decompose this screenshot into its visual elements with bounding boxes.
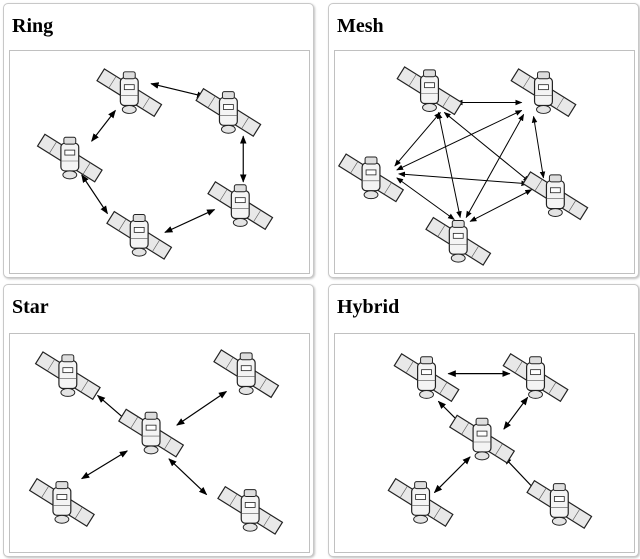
panel-title: Hybrid — [337, 296, 400, 318]
link-arrow — [503, 396, 529, 430]
satellite-icon — [393, 353, 460, 402]
satellite-icon — [207, 181, 274, 230]
link-arrow — [150, 82, 206, 99]
satellite-icon — [34, 351, 101, 400]
hybrid-diagram — [334, 333, 635, 553]
satellite-icon — [510, 68, 577, 117]
link-arrow — [443, 112, 531, 183]
satellite-icon — [522, 171, 589, 221]
ring-diagram-svg — [36, 68, 274, 260]
mesh-diagram-svg — [338, 66, 589, 266]
link-arrow — [433, 456, 471, 494]
link-arrow — [176, 390, 228, 426]
mesh-panel: Mesh — [328, 3, 639, 278]
star-panel: Star — [3, 284, 314, 557]
link-arrow — [436, 111, 462, 219]
satellite-icon — [449, 414, 515, 464]
satellite-icon — [217, 486, 284, 535]
panel-title: Ring — [12, 15, 54, 37]
satellite-icon — [338, 153, 404, 203]
satellite-icon — [396, 66, 463, 115]
link-arrow — [81, 174, 108, 215]
link-arrow — [396, 110, 523, 171]
satellite-icon — [502, 353, 569, 402]
link-arrow — [91, 109, 116, 142]
ring-panel: Ring — [3, 3, 314, 278]
link-arrow — [394, 111, 441, 167]
link-arrow — [465, 113, 525, 219]
mesh-diagram — [334, 50, 635, 274]
satellite-icon — [387, 478, 454, 527]
star-diagram-svg — [29, 349, 284, 535]
satellite-icon — [526, 480, 593, 529]
satellite-icon — [118, 408, 184, 458]
hybrid-panel: Hybrid — [328, 284, 639, 557]
link-arrow — [531, 115, 546, 179]
star-diagram — [9, 333, 310, 553]
link-arrow — [81, 450, 129, 480]
ring-diagram — [9, 50, 310, 274]
link-arrow — [398, 171, 529, 187]
hybrid-diagram-svg — [387, 353, 593, 529]
satellite-icon — [106, 211, 173, 260]
satellite-icon — [36, 133, 103, 183]
link-arrow — [396, 177, 455, 220]
satellite-icon — [195, 88, 262, 137]
satellite-icon — [29, 478, 95, 527]
link-arrow — [469, 189, 533, 222]
panel-title: Star — [12, 296, 49, 318]
satellite-icon — [425, 216, 492, 266]
panel-title: Mesh — [337, 15, 384, 37]
link-arrow — [168, 458, 208, 496]
satellite-icon — [96, 68, 163, 117]
link-arrow — [164, 209, 216, 233]
satellite-icon — [213, 349, 280, 398]
